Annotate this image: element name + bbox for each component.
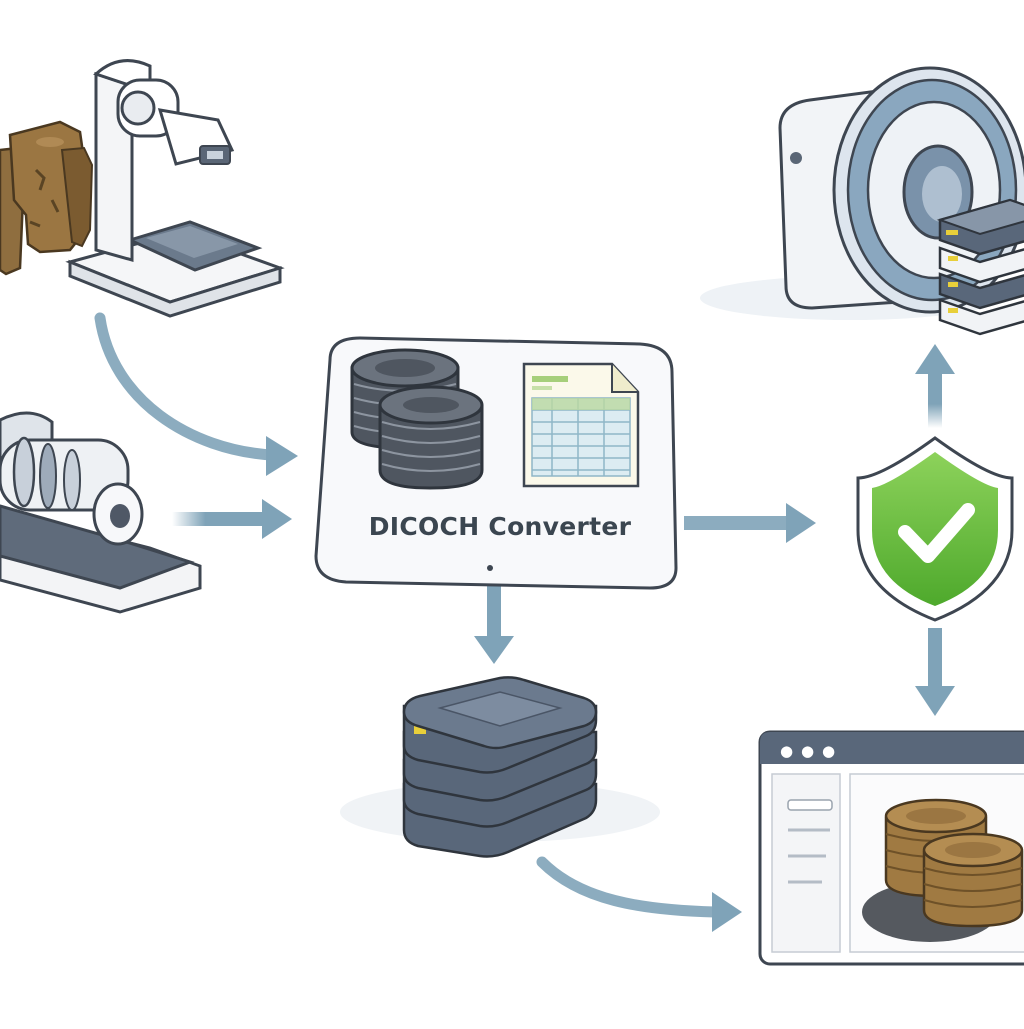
arrow-lathe-to-converter [172, 499, 292, 539]
arrow-scanner-to-converter [94, 312, 298, 476]
arrow-shield-to-scanner [915, 344, 955, 428]
browser-dot-3: ● [822, 742, 835, 760]
storage-stack-icon [340, 676, 660, 858]
arrow-converter-to-storage [474, 586, 514, 664]
spreadsheet-icon [522, 362, 640, 488]
arrow-converter-to-shield [684, 503, 816, 543]
shield-check-icon [856, 436, 1014, 622]
wooden-coins-icon [862, 798, 1024, 942]
arrow-shield-to-viewer [915, 628, 955, 716]
arrow-storage-to-viewer [536, 856, 742, 932]
converter-title: DICOCH Converter [368, 512, 632, 541]
browser-dot-2: ● [801, 742, 814, 760]
stone-artifacts-icon [0, 120, 94, 276]
browser-dot-1: ● [780, 742, 793, 760]
ct-scanner-icon [700, 66, 1024, 320]
microscope-scanner-icon [65, 59, 285, 318]
lathe-scanner-icon [0, 411, 202, 614]
server-stack-icon [936, 198, 1024, 336]
film-reels-icon [350, 348, 484, 490]
